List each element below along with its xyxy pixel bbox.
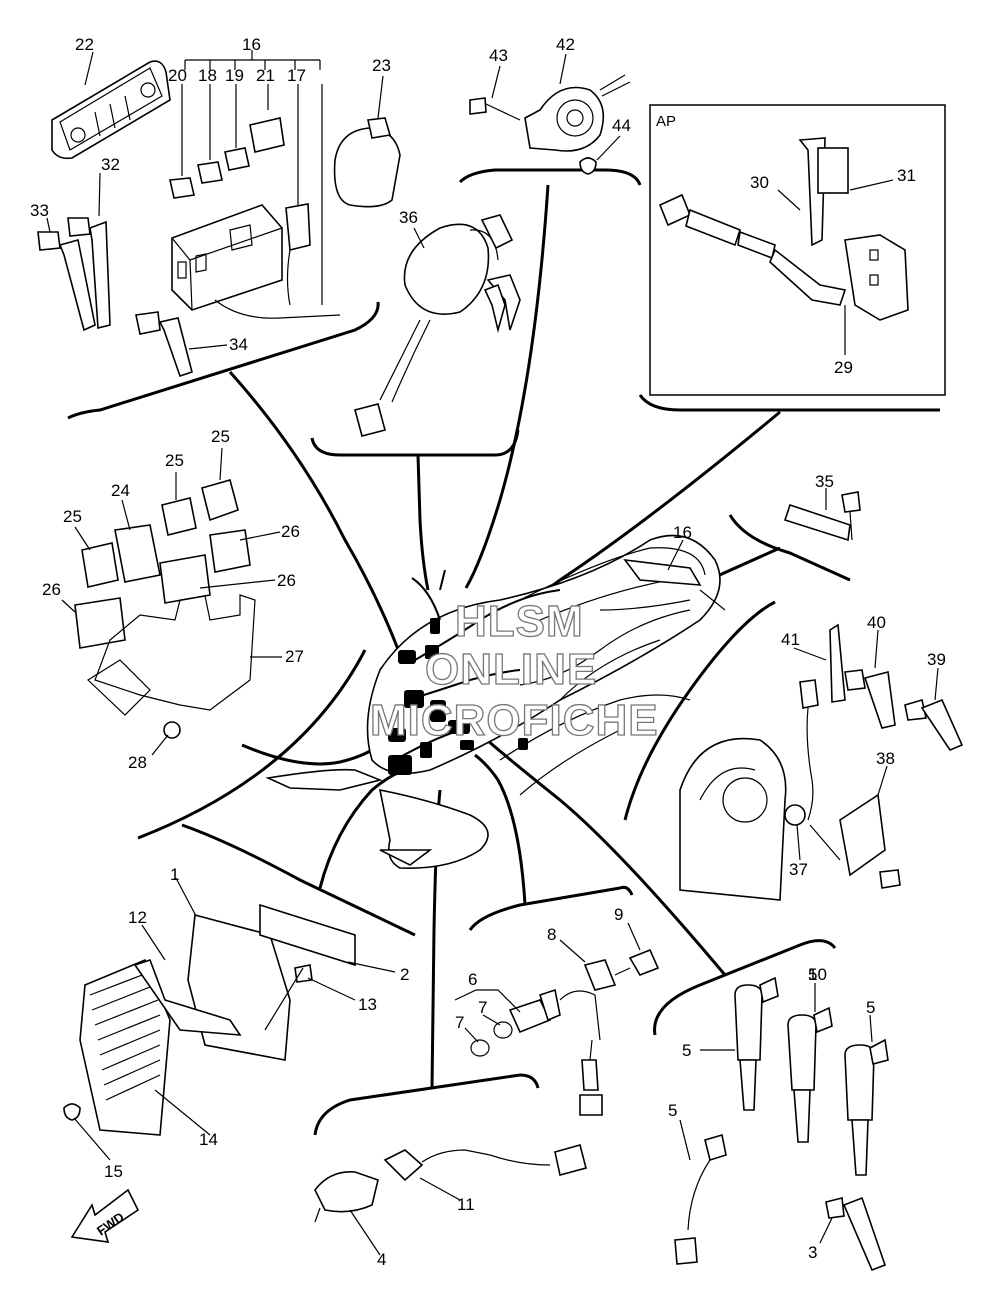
callout-2: 2 [400, 965, 409, 984]
callout-23: 23 [372, 56, 391, 75]
callout-34: 34 [229, 335, 248, 354]
callout-3: 4 [377, 1250, 386, 1269]
callout-19: 19 [225, 66, 244, 85]
callout-33: 33 [30, 201, 49, 220]
fitting-42 [469, 53, 631, 175]
group-brackets [67, 168, 940, 1136]
callout-5-extra: 10 [808, 965, 827, 984]
callout-5-mid: 5 [808, 965, 817, 984]
callout-7-upper: 7 [478, 998, 487, 1017]
callout-18: 18 [198, 66, 217, 85]
callout-13: 13 [358, 995, 377, 1014]
callout-10: 3 [808, 1243, 817, 1262]
callout-14: 14 [199, 1130, 218, 1149]
callout-25-mid: 25 [165, 451, 184, 470]
callout-26-mid: 26 [277, 571, 296, 590]
fwd-arrow [70, 1188, 140, 1243]
bracket-group-37 [679, 623, 964, 901]
callout-36: 36 [399, 208, 418, 227]
cable-tie-10 [819, 1196, 887, 1272]
switch-36 [354, 214, 521, 437]
relay-group [61, 447, 282, 756]
callout-16-hull: 16 [673, 523, 692, 542]
watermark-line-1: HLSM [455, 597, 584, 646]
callout-20: 20 [168, 66, 187, 85]
callout-30: 30 [750, 173, 769, 192]
callout-38: 38 [876, 749, 895, 768]
watercraft-hull [265, 534, 726, 869]
callout-43: 43 [489, 46, 508, 65]
callout-26-left: 26 [42, 580, 61, 599]
callout-31: 31 [897, 166, 916, 185]
callout-44: 44 [612, 116, 631, 135]
callout-22: 22 [75, 35, 94, 54]
callout-7-lower: 7 [455, 1013, 464, 1032]
ap-box [649, 104, 946, 396]
callout-5-left: 5 [682, 1041, 691, 1060]
callout-28: 28 [128, 753, 147, 772]
callout-26-right: 26 [281, 522, 300, 541]
watermark-line-2: ONLINE [425, 645, 597, 694]
callout-27: 27 [285, 647, 304, 666]
section-label-ap: AP [656, 113, 676, 130]
harness-11 [674, 1119, 727, 1265]
ignition-coils [700, 976, 889, 1176]
callout-12: 12 [128, 908, 147, 927]
callout-24: 24 [111, 481, 130, 500]
callout-37: 37 [789, 860, 808, 879]
callout-40: 40 [867, 613, 886, 632]
callout-15: 15 [104, 1162, 123, 1181]
callout-41: 41 [781, 630, 800, 649]
junction-box-group [37, 50, 341, 378]
callout-35: 35 [815, 472, 834, 491]
callout-25-left: 25 [63, 507, 82, 526]
callout-8: 8 [547, 925, 556, 944]
callout-6: 6 [468, 970, 477, 989]
callout-11: 5 [668, 1101, 677, 1120]
callout-16: 16 [242, 35, 261, 54]
bottle-23 [333, 75, 401, 208]
callout-21: 21 [256, 66, 275, 85]
callout-5-right: 5 [866, 998, 875, 1017]
callout-42: 42 [556, 35, 575, 54]
callout-4: 11 [457, 1195, 475, 1214]
cable-tie-35 [667, 488, 861, 571]
sensor-group-3 [314, 1144, 587, 1256]
callout-32: 32 [101, 155, 120, 174]
watermark-line-3: MICROFICHE [370, 696, 659, 745]
watermark: HLSM ONLINE MICROFICHE [369, 596, 659, 745]
callout-1: 1 [170, 865, 179, 884]
callout-29: 29 [834, 358, 853, 377]
callout-39: 39 [927, 650, 946, 669]
callout-9: 9 [614, 905, 623, 924]
callout-17: 17 [287, 66, 306, 85]
callout-labels: 22 16 20 18 19 21 17 23 43 42 44 32 33 3… [30, 35, 946, 1269]
sensor-group-6 [454, 922, 660, 1116]
callout-25-top: 25 [211, 427, 230, 446]
control-unit-group [63, 877, 396, 1161]
